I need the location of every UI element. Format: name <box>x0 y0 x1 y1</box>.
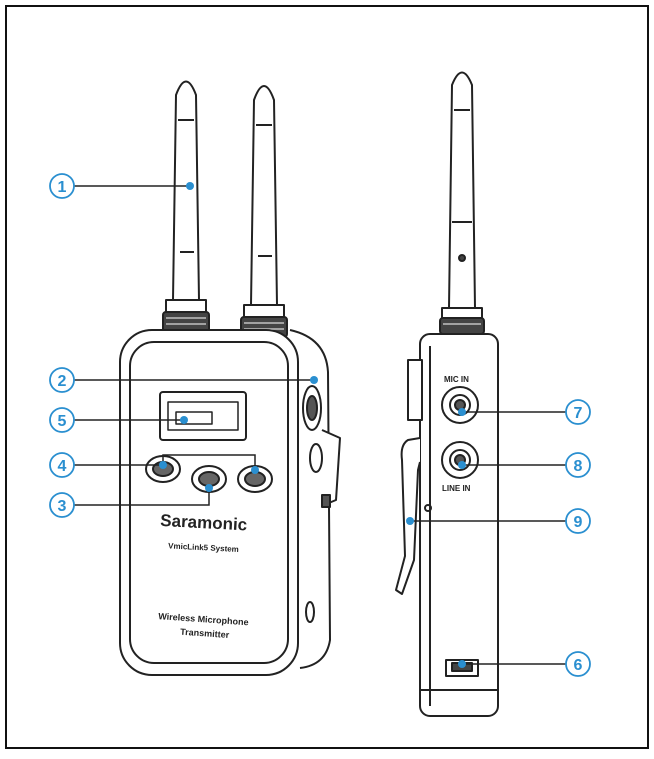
model-text: VmicLink5 System <box>168 541 239 554</box>
side-body <box>419 333 499 717</box>
callout-2-number: 2 <box>58 373 67 390</box>
mic-in-label: MIC IN <box>444 375 469 384</box>
button-right <box>237 465 273 493</box>
callout-7: 7 <box>565 399 591 425</box>
callout-5: 5 <box>49 407 75 433</box>
mic-in-jack <box>441 386 479 424</box>
callout-badges: 1 2 5 4 3 7 8 9 <box>49 173 591 677</box>
callout-4-number: 4 <box>58 458 67 475</box>
front-clip <box>321 429 341 506</box>
line-in-label: LINE IN <box>442 484 471 493</box>
callout-dots <box>159 182 466 668</box>
callout-3: 3 <box>49 492 75 518</box>
lcd-screen <box>159 391 247 441</box>
callout-6-number: 6 <box>574 657 583 674</box>
callout-9-number: 9 <box>574 514 583 531</box>
side-antenna <box>439 71 485 335</box>
callout-1-number: 1 <box>58 179 67 196</box>
callout-7-number: 7 <box>574 405 583 422</box>
callout-5-number: 5 <box>58 413 67 430</box>
callout-9: 9 <box>565 508 591 534</box>
line-in-jack <box>441 441 479 479</box>
belt-clip <box>395 437 421 595</box>
antenna-left <box>162 80 210 333</box>
callout-2: 2 <box>49 367 75 393</box>
brand-text: Saramonic <box>160 511 248 535</box>
callout-8-number: 8 <box>574 458 583 475</box>
callout-6: 6 <box>565 651 591 677</box>
callout-4: 4 <box>49 452 75 478</box>
side-view <box>395 71 499 717</box>
callout-3-number: 3 <box>58 498 67 515</box>
callout-1: 1 <box>49 173 75 199</box>
side-jack <box>302 385 322 431</box>
callout-lines <box>74 185 566 665</box>
product-line2-text: Transmitter <box>180 627 230 640</box>
callout-8: 8 <box>565 452 591 478</box>
